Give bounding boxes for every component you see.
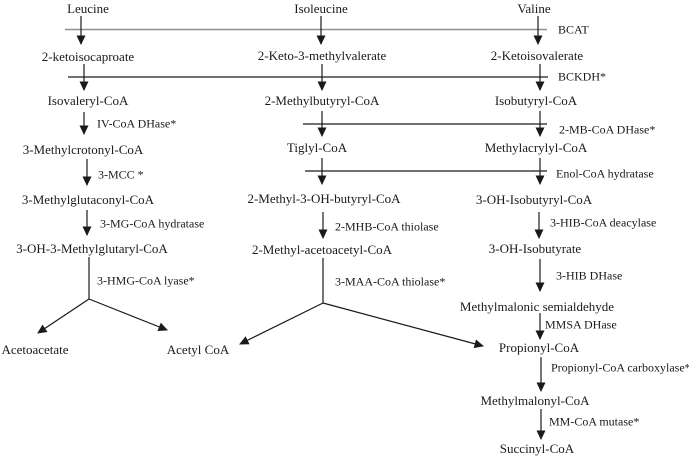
enzyme-hib-coa-deacylase: 3-HIB-CoA deacylase — [550, 215, 657, 230]
metabolite-isobutyryl-coa: Isobutyryl-CoA — [494, 93, 578, 108]
metabolite-succinyl-coa: Succinyl-CoA — [499, 441, 575, 456]
enzyme-mg-coa-hydratase: 3-MG-CoA hydratase — [100, 216, 205, 231]
enzyme-mm-coa-mutase: MM-CoA mutase* — [549, 414, 640, 429]
arrow-lyase-to-acetyl-coa — [88, 298, 168, 332]
enzyme-3mcc: 3-MCC * — [98, 167, 144, 182]
metabolite-methylglutaconyl-coa: 3-Methylglutaconyl-CoA — [21, 192, 155, 207]
metabolite-ketoisovalerate: 2-Ketoisovalerate — [490, 48, 584, 63]
metabolite-isoleucine: Isoleucine — [294, 1, 348, 16]
enzyme-hmg-coa-lyase: 3-HMG-CoA lyase* — [97, 273, 195, 288]
enzyme-mhb-coa-thiolase: 2-MHB-CoA thiolase — [335, 219, 439, 234]
enzyme-enol-coa-hydratase: Enol-CoA hydratase — [556, 166, 654, 181]
metabolite-oh-isobutyrate: 3-OH-Isobutyrate — [488, 241, 582, 256]
metabolite-oh-methylglutaryl-coa: 3-OH-3-Methylglutaryl-CoA — [16, 241, 168, 256]
enzyme-mmsa-dhase: MMSA DHase — [545, 317, 617, 332]
metabolite-methyl-oh-butyryl-coa: 2-Methyl-3-OH-butyryl-CoA — [247, 191, 401, 206]
metabolite-ketoisocaproate: 2-ketoisocaproate — [41, 49, 135, 64]
metabolite-isovaleryl-coa: Isovaleryl-CoA — [47, 93, 129, 108]
metabolite-oh-isobutyryl-coa: 3-OH-Isobutyryl-CoA — [475, 192, 593, 207]
metabolite-acetyl-coa: Acetyl CoA — [166, 342, 230, 357]
metabolite-keto-methylvalerate: 2-Keto-3-methylvalerate — [257, 48, 387, 63]
enzyme-bckdh: BCKDH* — [558, 69, 607, 84]
metabolite-acetoacetate: Acetoacetate — [1, 342, 69, 357]
metabolite-methylmalonic-semialdehyde: Methylmalonic semialdehyde — [459, 299, 615, 314]
enzyme-propionyl-coa-carboxylase: Propionyl-CoA carboxylase* — [551, 360, 689, 375]
arrow-thiolase-to-propionyl-coa — [322, 302, 484, 349]
metabolite-leucine: Leucine — [67, 1, 109, 16]
arrow-lyase-to-acetoacetate — [37, 298, 90, 334]
enzyme-iv-coa-dhase: IV-CoA DHase* — [97, 116, 177, 131]
metabolite-propionyl-coa: Propionyl-CoA — [498, 340, 580, 355]
enzyme-hib-dhase: 3-HIB DHase — [556, 268, 623, 283]
enzyme-bcat: BCAT — [558, 22, 589, 37]
metabolite-methylbutyryl-coa: 2-Methylbutyryl-CoA — [264, 93, 380, 108]
enzyme-mb-coa-dhase: 2-MB-CoA DHase* — [559, 122, 656, 137]
metabolite-methyl-acetoacetyl-coa: 2-Methyl-acetoacetyl-CoA — [251, 242, 393, 257]
metabolite-methylmalonyl-coa: Methylmalonyl-CoA — [480, 393, 590, 408]
metabolite-methylacrylyl-coa: Methylacrylyl-CoA — [484, 140, 588, 155]
enzyme-maa-coa-thiolase: 3-MAA-CoA thiolase* — [335, 274, 446, 289]
arrow-thiolase-to-acetyl-coa — [239, 302, 324, 345]
metabolite-methylcrotonyl-coa: 3-Methylcrotonyl-CoA — [22, 142, 144, 157]
metabolite-tiglyl-coa: Tiglyl-CoA — [286, 140, 348, 155]
metabolite-valine: Valine — [517, 1, 551, 16]
